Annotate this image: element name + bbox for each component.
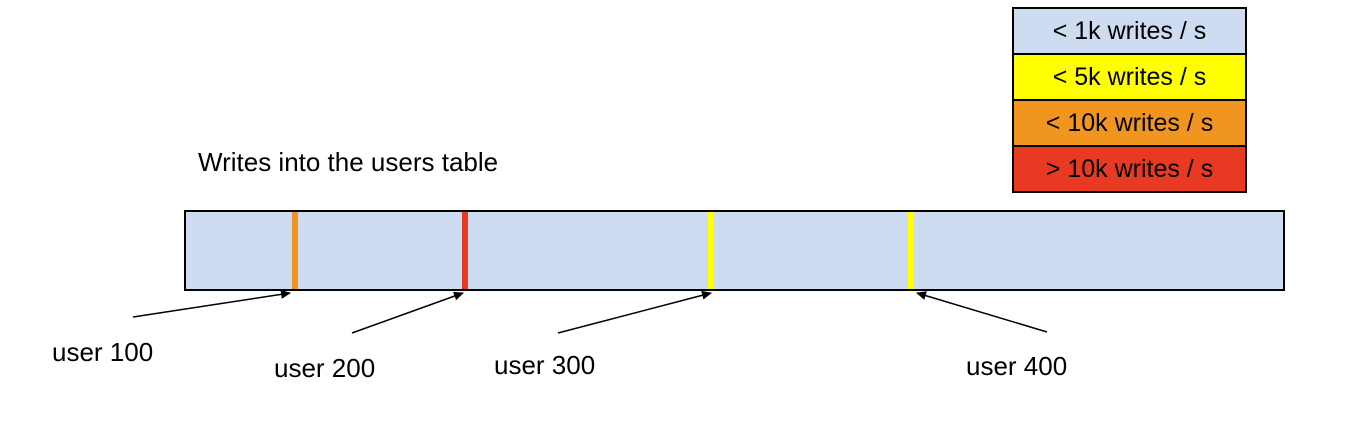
legend-item: < 1k writes / s: [1012, 7, 1247, 55]
annotation-arrow: [132, 289, 291, 318]
users-table-bar: [184, 210, 1285, 291]
legend-item: < 10k writes / s: [1012, 99, 1247, 147]
write-hotspot-marker: [708, 212, 715, 289]
user-label: user 300: [494, 350, 596, 380]
legend: < 1k writes / s< 5k writes / s< 10k writ…: [1012, 7, 1247, 193]
write-hotspot-marker: [908, 212, 915, 289]
user-label: user 400: [966, 351, 1068, 381]
write-hotspot-marker: [461, 212, 468, 289]
write-hotspot-marker: [291, 212, 298, 289]
user-label: user 200: [274, 353, 376, 383]
legend-item: > 10k writes / s: [1012, 145, 1247, 193]
annotation-arrow: [557, 290, 712, 334]
annotation-arrow: [916, 291, 1048, 333]
user-label: user 100: [52, 337, 154, 367]
diagram-title: Writes into the users table: [198, 147, 499, 177]
annotation-arrow: [351, 291, 464, 334]
legend-item: < 5k writes / s: [1012, 53, 1247, 101]
